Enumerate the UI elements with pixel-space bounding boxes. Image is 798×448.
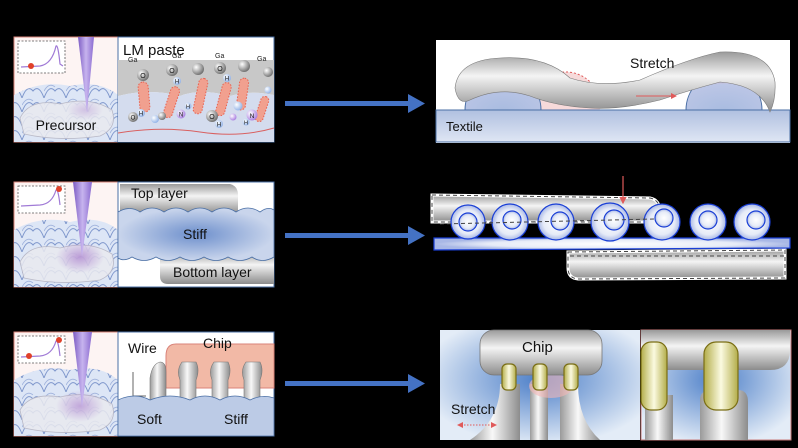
process-arrow-2 xyxy=(285,226,425,245)
svg-text:Ga: Ga xyxy=(257,56,266,63)
lm-trace xyxy=(454,51,776,113)
stretch-label: Stretch xyxy=(451,401,495,417)
inset-plot xyxy=(17,185,66,214)
wire-label: Wire xyxy=(128,340,157,356)
top-layer xyxy=(120,184,238,214)
plot-marker-dot xyxy=(28,63,34,69)
inset-plot xyxy=(17,335,66,364)
substrate-soft-stiff xyxy=(117,395,275,437)
svg-text:H: H xyxy=(244,121,248,127)
needle-icon xyxy=(73,182,92,257)
svg-text:H: H xyxy=(139,112,143,118)
svg-text:H: H xyxy=(175,80,179,86)
plot-marker-dot xyxy=(56,186,62,192)
bottom-layer-label: Bottom layer xyxy=(173,264,252,280)
plot-marker-dot xyxy=(26,353,32,359)
needle-icon xyxy=(73,332,92,407)
row2-left-panel xyxy=(13,181,119,288)
svg-text:H: H xyxy=(217,123,221,129)
bottom-encapsulation xyxy=(566,248,787,281)
svg-text:N: N xyxy=(250,113,255,120)
stretch-label: Stretch xyxy=(630,55,674,71)
process-arrow-3 xyxy=(285,374,425,393)
svg-text:O: O xyxy=(131,116,136,122)
precursor-label: Precursor xyxy=(36,117,97,133)
chip-label: Chip xyxy=(203,335,232,351)
knit-loops xyxy=(433,202,791,251)
row3-left-panel xyxy=(13,331,119,437)
textile-substrate xyxy=(435,109,791,143)
svg-text:Ga: Ga xyxy=(128,57,137,64)
row-1: Precursor O O H O xyxy=(13,36,791,143)
atoms: O O H O H O H N H O H N H xyxy=(128,60,273,129)
contact-pads xyxy=(501,341,739,411)
row-2: Top layer Stiff Bottom layer xyxy=(13,176,791,288)
svg-text:O: O xyxy=(169,68,175,75)
svg-text:O: O xyxy=(140,73,146,80)
svg-text:Ga: Ga xyxy=(172,53,181,60)
row2-mid-panel: Top layer Stiff Bottom layer xyxy=(117,181,275,288)
row2-right-panel xyxy=(430,176,791,281)
svg-text:H: H xyxy=(225,77,229,83)
chip-label: Chip xyxy=(522,339,553,356)
svg-text:H: H xyxy=(186,105,190,111)
wire-pillars xyxy=(149,361,263,401)
textile-label: Textile xyxy=(446,119,483,134)
row-3: Wire Chip Soft Stiff xyxy=(13,329,792,441)
row1-mid-panel: O O H O H O H N H O H N H xyxy=(117,36,275,143)
svg-text:O: O xyxy=(217,66,223,73)
top-layer-label: Top layer xyxy=(131,185,188,201)
ga-labels: Ga Ga Ga Ga xyxy=(128,53,266,64)
svg-text:N: N xyxy=(179,113,183,119)
lm-paste-label: LM paste xyxy=(123,42,185,59)
row1-left-panel: Precursor xyxy=(13,36,119,143)
row3-right-panel: Chip Stretch xyxy=(440,329,792,441)
row1-right-panel: Stretch Textile xyxy=(435,40,791,143)
svg-text:O: O xyxy=(209,114,215,121)
stiff-band xyxy=(117,207,275,261)
plot-marker-dot xyxy=(56,337,62,343)
stiff-label: Stiff xyxy=(183,226,207,242)
needle-icon xyxy=(78,37,94,113)
row3-mid-panel: Wire Chip Soft Stiff xyxy=(117,331,275,437)
stiff-label: Stiff xyxy=(224,411,248,427)
svg-text:Ga: Ga xyxy=(215,53,224,60)
soft-label: Soft xyxy=(137,411,162,427)
inset-plot xyxy=(17,40,66,74)
process-arrow-1 xyxy=(285,94,425,113)
